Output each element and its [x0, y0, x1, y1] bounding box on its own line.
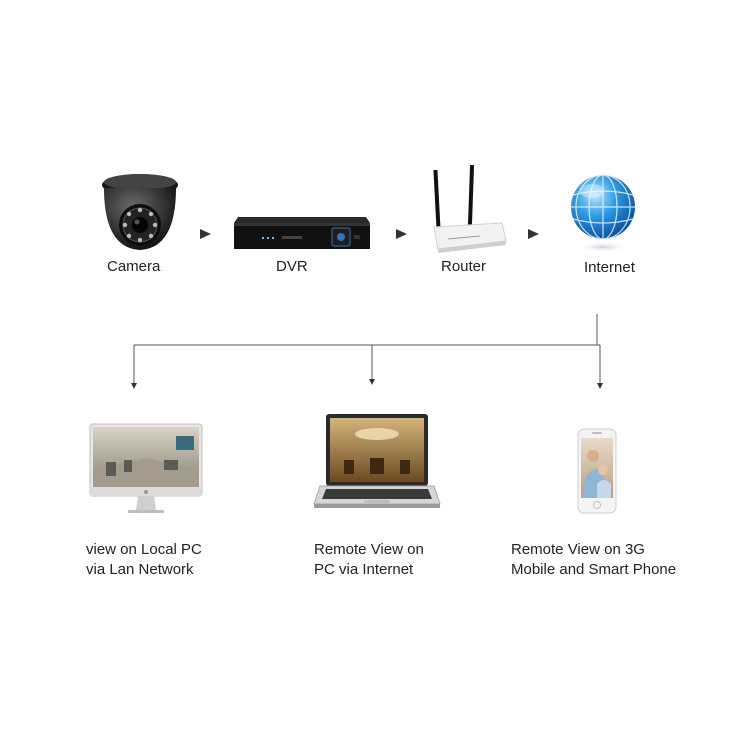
phone-caption-line1: Remote View on 3G	[511, 540, 731, 560]
local-pc-caption: view on Local PC via Lan Network	[86, 540, 306, 580]
local-pc-caption-line2: via Lan Network	[86, 560, 306, 580]
laptop-caption-line1: Remote View on	[314, 540, 534, 560]
desktop-monitor-icon	[86, 420, 206, 520]
phone-node: Remote View on 3G Mobile and Smart Phone	[511, 428, 741, 588]
local-pc-caption-line1: view on Local PC	[86, 540, 306, 560]
arrow-to-laptop	[369, 379, 375, 385]
laptop-node: Remote View on PC via Internet	[312, 412, 542, 587]
smartphone-icon	[577, 428, 617, 514]
laptop-caption: Remote View on PC via Internet	[314, 540, 534, 580]
local-pc-node: view on Local PC via Lan Network	[86, 420, 316, 585]
phone-caption: Remote View on 3G Mobile and Smart Phone	[511, 540, 731, 580]
arrow-to-phone	[597, 383, 603, 389]
phone-caption-line2: Mobile and Smart Phone	[511, 560, 731, 580]
laptop-icon	[312, 412, 442, 514]
arrow-to-local-pc	[131, 383, 137, 389]
laptop-caption-line2: PC via Internet	[314, 560, 534, 580]
